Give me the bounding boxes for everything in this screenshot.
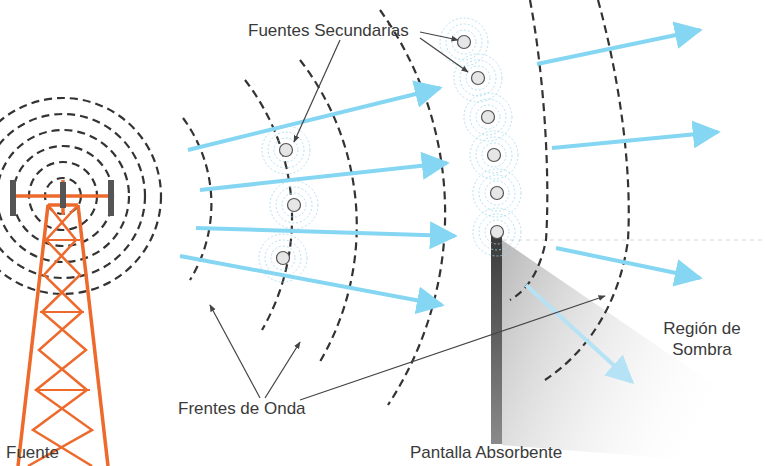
wavelet-ring	[466, 66, 490, 90]
wavelet-ring	[473, 169, 521, 217]
caption-label: Frentes de Onda	[178, 398, 306, 419]
wavelet-ring	[482, 143, 506, 167]
wavelet-ring	[479, 175, 515, 211]
ray-arrows	[180, 30, 718, 305]
antenna-tower	[14, 180, 112, 466]
wavelet-ring	[446, 24, 482, 60]
wavelet-ring	[262, 126, 310, 174]
caption-label: Región de Sombra	[652, 318, 752, 361]
antenna-panel	[108, 180, 114, 216]
wavelet-ring	[454, 54, 502, 102]
wavelet-ring	[282, 193, 306, 217]
secondary-source	[458, 36, 471, 49]
wavelet-ring	[464, 93, 512, 141]
antenna-panel	[10, 180, 16, 216]
source-waves	[0, 10, 445, 405]
wavelet-ring	[270, 181, 318, 229]
wavelet-ring	[479, 214, 515, 250]
secondary-source	[288, 199, 301, 212]
wavelet-ring	[485, 220, 509, 244]
leader-lines	[210, 32, 605, 400]
wavelet-ring	[476, 105, 500, 129]
secondary-source	[491, 187, 504, 200]
secondary-source	[277, 252, 290, 265]
secondary-source	[280, 144, 293, 157]
caption-label: Fuente	[6, 442, 59, 463]
wavelet-ring	[460, 60, 496, 96]
caption-label: Pantalla Absorbente	[410, 442, 562, 463]
secondary-source	[488, 149, 501, 162]
absorbing-screen	[491, 236, 502, 444]
caption-label: Fuentes Secundarias	[248, 20, 409, 41]
diffracted-ray	[526, 285, 632, 382]
wavelet-ring	[452, 30, 476, 54]
antenna-panel	[60, 182, 66, 208]
wavelet-ring	[470, 99, 506, 135]
secondary-source	[472, 72, 485, 85]
geometric-boundary	[502, 240, 766, 241]
wavelet-ring	[268, 132, 304, 168]
wavelet-ring	[470, 131, 518, 179]
shadow-region	[502, 240, 766, 466]
wavelet-ring	[265, 240, 301, 276]
secondary-source	[482, 111, 495, 124]
wavelet-ring	[473, 208, 521, 256]
wavelet-ring	[259, 234, 307, 282]
wavelet-ring	[476, 137, 512, 173]
secondary-sources	[259, 18, 521, 282]
wavelet-ring	[271, 246, 295, 270]
wavelet-ring	[276, 187, 312, 223]
secondary-source	[491, 226, 504, 239]
wavelet-ring	[485, 181, 509, 205]
